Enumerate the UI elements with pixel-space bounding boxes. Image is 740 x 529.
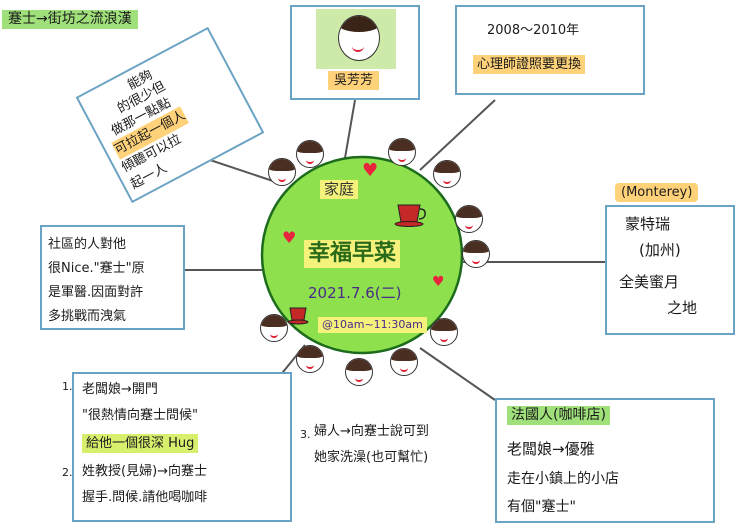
bottom-left-note: 老闆娘→開門 "很熱情向蹇士問候" 給他一個很深 Hug 姓教授(見婦)→向蹇士… — [72, 372, 292, 522]
br-line: 走在小鎮上的小店 — [507, 471, 619, 487]
center-title-small: 家庭 — [320, 180, 359, 199]
br-line: 有個"蹇士" — [507, 499, 576, 515]
connector-bottom-right — [419, 347, 496, 401]
top-right-note: 2008～2010年 心理師證照要更換 — [455, 5, 645, 95]
bm-line: 婦人→向蹇士說可到 — [314, 424, 429, 439]
event-time: @10am~11:30am — [318, 317, 427, 333]
face-icon — [462, 240, 490, 268]
heart-icon: ♥ — [432, 274, 445, 290]
bl-line: 給他一個很深 Hug — [82, 434, 199, 453]
face-icon — [345, 358, 373, 386]
header-title: 蹇士→街坊之流浪漢 — [2, 10, 138, 29]
bl-line: 姓教授(見婦)→向蹇士 — [82, 464, 208, 479]
face-icon — [390, 348, 418, 376]
br-line: 老闆娘→優雅 — [507, 440, 595, 458]
connector-top-portrait — [344, 99, 356, 159]
year-range: 2008～2010年 — [487, 23, 580, 38]
face-icon — [433, 160, 461, 188]
item-number: 1. — [62, 380, 73, 393]
right-line: 之地 — [667, 299, 698, 317]
portrait-face-icon — [338, 15, 380, 61]
heart-icon: ♥ — [362, 160, 379, 181]
face-icon — [260, 314, 288, 342]
face-icon — [296, 345, 324, 373]
left-line: 是軍醫.因面對許 — [48, 285, 144, 300]
bottom-right-note: 法國人(咖啡店) 老闆娘→優雅 走在小鎮上的小店 有個"蹇士" — [495, 398, 715, 523]
face-icon — [455, 205, 483, 233]
connector-top-right — [419, 99, 496, 171]
br-line: 法國人(咖啡店) — [507, 406, 610, 425]
location-tag: (Monterey) — [615, 183, 699, 202]
portrait-box: 吳芳芳 — [290, 5, 420, 100]
right-line: 蒙特瑞 — [625, 215, 671, 233]
event-date: 2021.7.6(二) — [308, 284, 402, 302]
bl-line: 握手.問候.請他喝咖啡 — [82, 490, 208, 505]
heart-icon: ♥ — [282, 228, 297, 247]
face-icon — [430, 318, 458, 346]
bl-line: 老闆娘→開門 — [82, 382, 158, 397]
bm-line: 她家洗澡(也可幫忙) — [314, 450, 429, 465]
portrait-name: 吳芳芳 — [328, 71, 380, 90]
face-icon — [296, 140, 324, 168]
left-line: 多挑戰而洩氣 — [48, 309, 127, 324]
left-line: 社區的人對他 — [48, 237, 127, 252]
item-number: 3. — [300, 428, 311, 441]
left-note: 社區的人對他 很Nice."蹇士"原 是軍醫.因面對許 多挑戰而洩氣 — [40, 225, 185, 330]
license-note: 心理師證照要更換 — [473, 55, 586, 74]
item-number: 2. — [62, 466, 73, 479]
face-icon — [268, 158, 296, 186]
bl-line: "很熱情向蹇士問候" — [82, 408, 198, 423]
right-line: 全美蜜月 — [619, 273, 680, 291]
right-note: 蒙特瑞 (加州) 全美蜜月 之地 — [605, 205, 735, 335]
right-line: (加州) — [639, 241, 681, 259]
left-line: 很Nice."蹇士"原 — [48, 261, 145, 276]
face-icon — [388, 138, 416, 166]
center-title-big: 幸福早菜 — [304, 240, 401, 268]
